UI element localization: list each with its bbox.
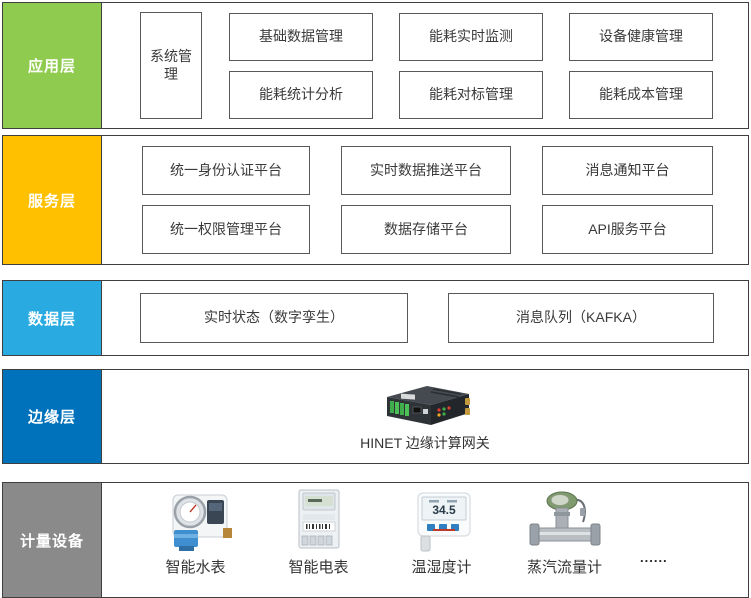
store-box-digital-twin: 实时状态（数字孪生） <box>140 293 408 343</box>
platform-box-permission-mgmt: 统一权限管理平台 <box>142 205 310 254</box>
module-box-basic-data: 基础数据管理 <box>229 12 373 61</box>
application-layer: 应用层 系统管理 基础数据管理 能耗实时监测 设备健康管理 能耗统计分析 能耗对… <box>2 2 749 129</box>
application-module-grid: 基础数据管理 能耗实时监测 设备健康管理 能耗统计分析 能耗对标管理 能耗成本管… <box>229 12 713 119</box>
electric-meter-icon <box>298 489 339 549</box>
platform-box-data-storage: 数据存储平台 <box>341 205 511 254</box>
edge-layer-content: HINET 边缘计算网关 <box>102 370 748 463</box>
data-layer-label: 数据层 <box>3 281 102 355</box>
platform-box-message-notify: 消息通知平台 <box>542 146 713 195</box>
application-layer-content: 系统管理 基础数据管理 能耗实时监测 设备健康管理 能耗统计分析 能耗对标管理 … <box>102 3 748 128</box>
module-box-system-management: 系统管理 <box>140 12 202 119</box>
service-layer-content: 统一身份认证平台 实时数据推送平台 消息通知平台 统一权限管理平台 数据存储平台… <box>102 136 748 264</box>
data-layer: 数据层 实时状态（数字孪生） 消息队列（KAFKA） <box>2 280 749 356</box>
platform-box-api-service: API服务平台 <box>542 205 713 254</box>
more-devices-ellipsis: ...... <box>640 550 668 565</box>
temp-humidity-sensor-icon: 34.5 <box>417 492 470 552</box>
metering-layer: 计量设备 智能水表 <box>2 482 749 598</box>
data-layer-content: 实时状态（数字孪生） 消息队列（KAFKA） <box>102 281 748 355</box>
module-box-realtime-monitor: 能耗实时监测 <box>399 12 543 61</box>
edge-layer: 边缘层 <box>2 369 749 464</box>
module-box-benchmarking: 能耗对标管理 <box>399 70 543 119</box>
device-label-water-meter: 智能水表 <box>165 559 226 576</box>
device-electric-meter: 智能电表 <box>271 488 366 577</box>
module-box-device-health: 设备健康管理 <box>569 12 713 61</box>
device-label-steam-flow-meter: 蒸汽流量计 <box>526 559 602 576</box>
platform-box-identity-auth: 统一身份认证平台 <box>142 146 310 195</box>
metering-layer-content: 智能水表 <box>102 483 748 597</box>
store-box-kafka-queue: 消息队列（KAFKA） <box>448 293 714 343</box>
device-label-temp-humidity: 温湿度计 <box>411 559 472 576</box>
edge-layer-label: 边缘层 <box>3 370 102 463</box>
service-layer: 服务层 统一身份认证平台 实时数据推送平台 消息通知平台 统一权限管理平台 数据… <box>2 135 749 265</box>
metering-layer-label: 计量设备 <box>3 483 102 597</box>
temp-sensor-lcd-reading: 34.5 <box>432 503 456 517</box>
water-meter-icon <box>172 494 232 551</box>
device-steam-flow-meter: 蒸汽流量计 <box>517 488 612 577</box>
module-box-energy-cost: 能耗成本管理 <box>569 70 713 119</box>
edge-gateway-caption: HINET 边缘计算网关 <box>360 435 490 451</box>
platform-box-realtime-push: 实时数据推送平台 <box>341 146 511 195</box>
device-water-meter: 智能水表 <box>148 490 243 577</box>
device-temp-humidity-sensor: 34.5 温湿度计 <box>394 490 489 577</box>
steam-flow-meter-icon <box>529 491 600 546</box>
device-label-electric-meter: 智能电表 <box>288 559 349 576</box>
edge-gateway-icon <box>387 386 470 425</box>
module-box-energy-statistics: 能耗统计分析 <box>229 70 373 119</box>
application-layer-label: 应用层 <box>3 3 102 128</box>
service-layer-label: 服务层 <box>3 136 102 264</box>
